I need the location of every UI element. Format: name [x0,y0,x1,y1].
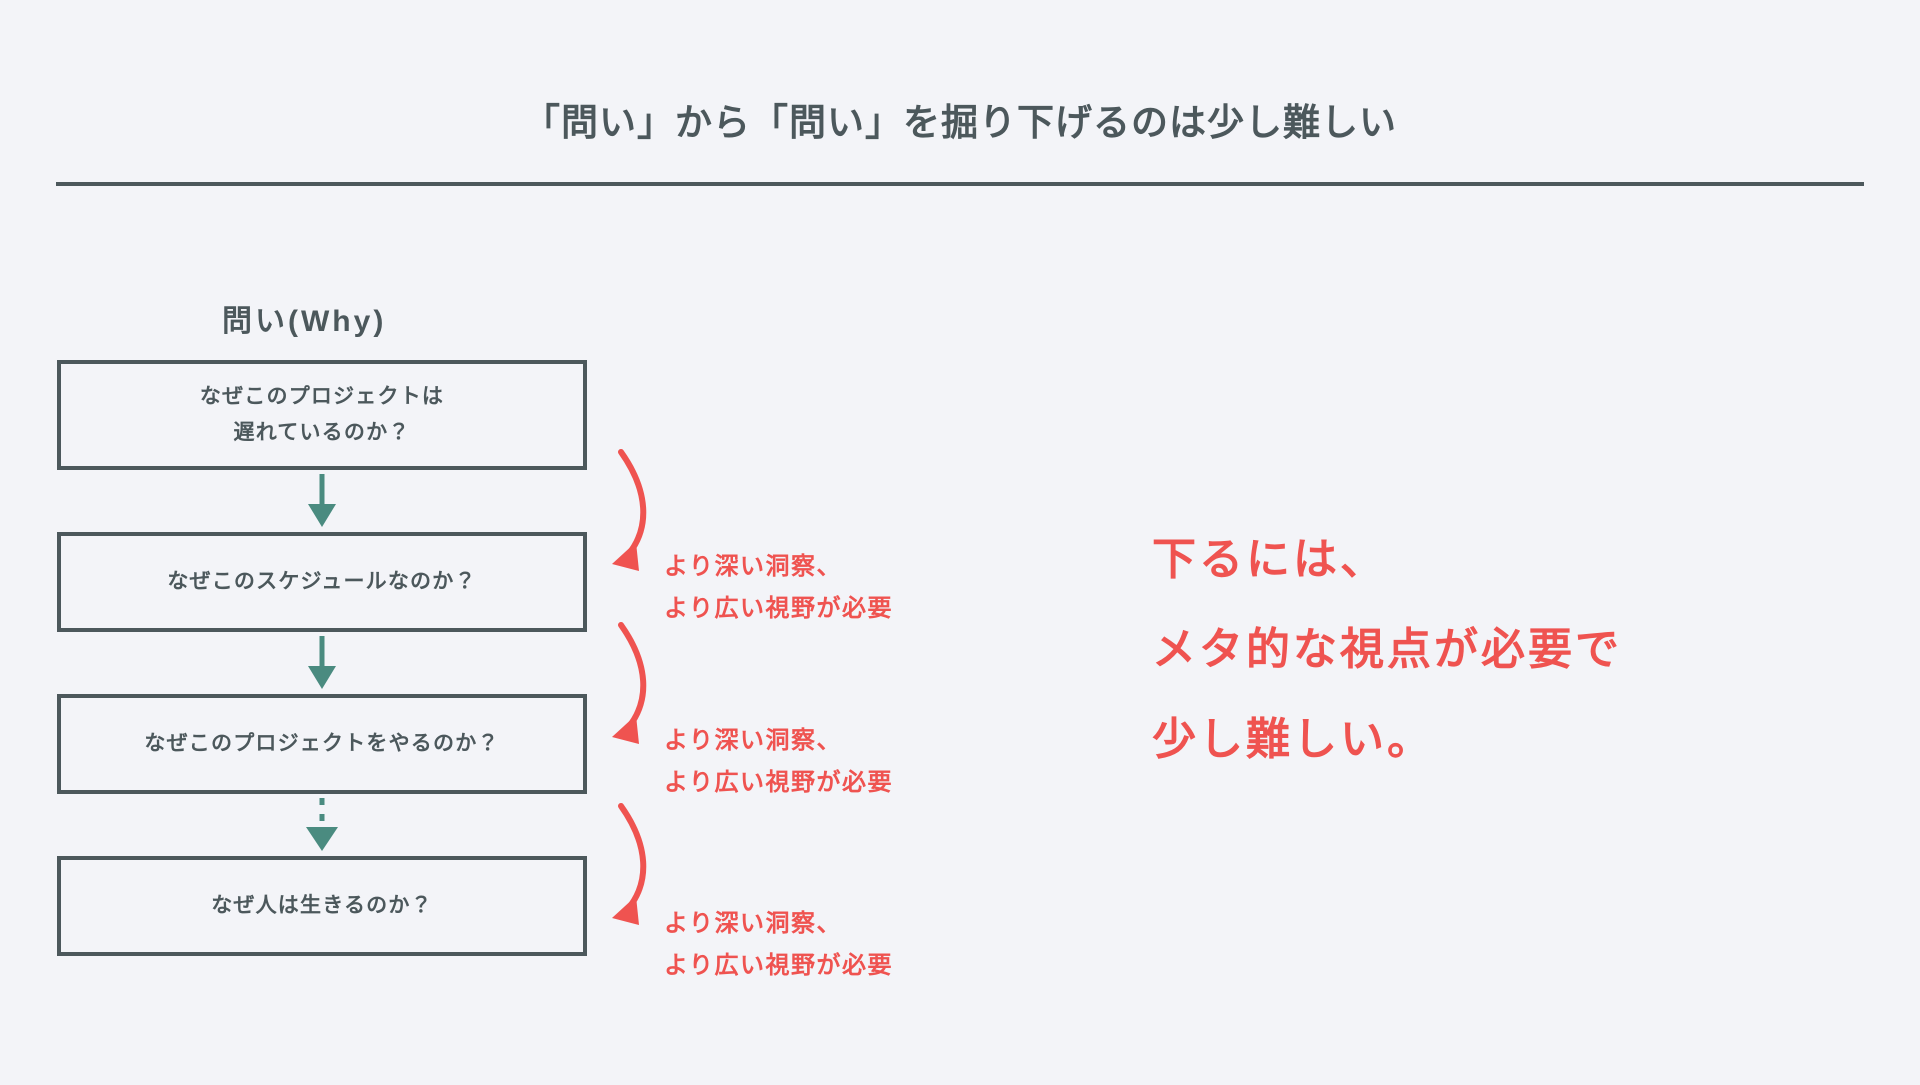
annotation-3-line-1: より深い洞察、 [664,910,843,937]
page-title: 「問い」から「問い」を掘り下げるのは少し難しい [523,102,1397,143]
question-flow: なぜこのプロジェクトは 遅れているのか？ なぜこのスケジュールなのか？ なぜこの… [57,360,587,956]
annotation-2: より深い洞察、 より広い視野が必要 [664,720,893,804]
red-arc-2 [618,622,647,732]
annotation-1-line-2: より広い視野が必要 [664,595,894,622]
conclusion-line-2: メタ的な視点が必要で [1152,625,1622,675]
question-box-2: なぜこのスケジュールなのか？ [57,532,587,632]
question-box-1-line-2: 遅れているのか？ [233,421,411,444]
column-label-why: 問い(Why) [222,305,387,338]
conclusion-line-3: 少し難しい。 [1152,715,1434,765]
annotation-2-line-1: より深い洞察、 [664,727,843,754]
connector-2-solid [57,632,587,694]
annotation-3-line-2: より広い視野が必要 [664,952,894,979]
red-arc-1 [618,449,647,559]
question-box-4-line-1: なぜ人は生きるのか？ [211,894,433,918]
conclusion-text: 下るには、 メタ的な視点が必要で 少し難しい。 [1152,515,1622,786]
annotation-1: より深い洞察、 より広い視野が必要 [664,546,893,630]
question-box-1-line-1: なぜこのプロジェクトは [199,385,445,409]
red-arc-3 [618,803,647,913]
annotation-3: より深い洞察、 より広い視野が必要 [664,903,893,987]
connector-1-solid [57,470,587,532]
annotation-1-line-1: より深い洞察、 [664,553,843,580]
question-box-2-line-1: なぜこのスケジュールなのか？ [167,570,477,594]
question-box-3: なぜこのプロジェクトをやるのか？ [57,694,587,794]
conclusion-line-1: 下るには、 [1152,535,1387,584]
question-box-1: なぜこのプロジェクトは 遅れているのか？ [57,360,587,470]
question-box-3-line-1: なぜこのプロジェクトをやるのか？ [144,732,500,756]
question-box-4: なぜ人は生きるのか？ [57,856,587,956]
red-arrowhead-1 [612,542,639,571]
annotation-2-line-2: より広い視野が必要 [664,769,894,796]
title-divider [56,182,1864,186]
red-arrowhead-3 [612,896,639,925]
red-arrowhead-2 [612,715,639,744]
connector-3-dashed [57,794,587,856]
